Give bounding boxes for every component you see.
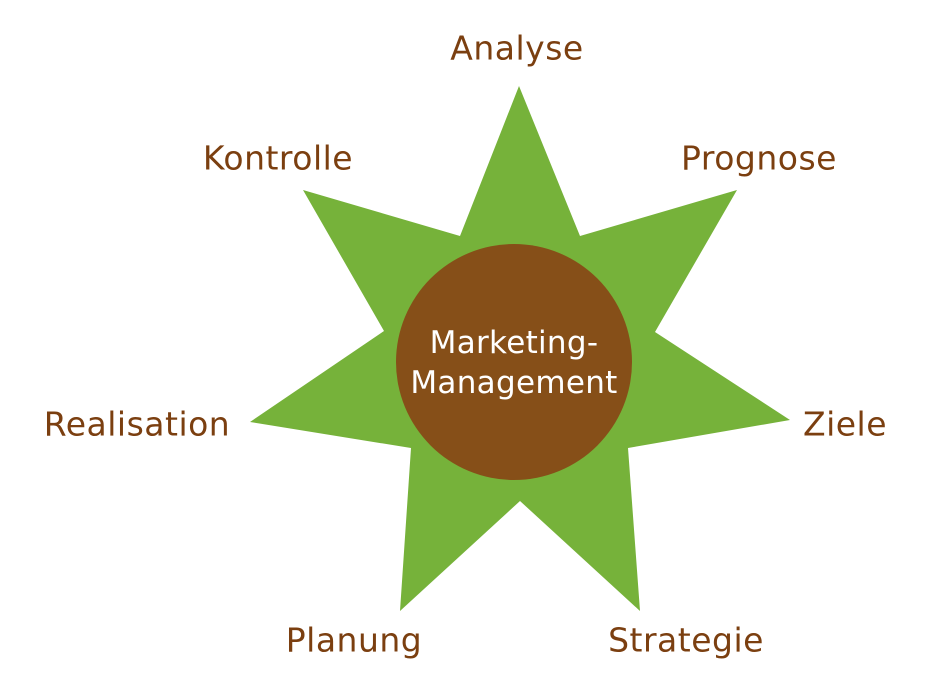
center-title: Marketing- Management	[410, 323, 617, 403]
label-kontrolle: Kontrolle	[202, 138, 354, 178]
center-title-line-1: Marketing-	[429, 325, 599, 361]
label-realisation: Realisation	[43, 404, 231, 444]
label-planung: Planung	[285, 620, 423, 660]
label-prognose: Prognose	[681, 138, 837, 178]
center-circle	[396, 244, 632, 480]
label-ziele: Ziele	[802, 404, 888, 444]
label-analyse: Analyse	[450, 28, 584, 68]
center-title-line-2: Management	[410, 365, 618, 401]
label-strategie: Strategie	[608, 620, 764, 660]
